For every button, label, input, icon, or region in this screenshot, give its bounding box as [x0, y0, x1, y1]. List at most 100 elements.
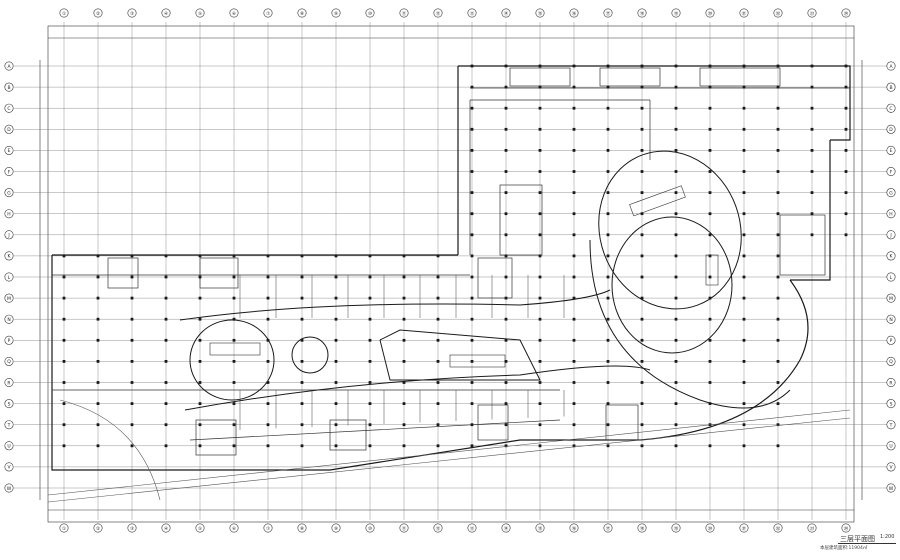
column-marker [164, 254, 168, 258]
column-marker [130, 338, 134, 342]
column-marker [538, 338, 542, 342]
svg-text:F: F [8, 169, 11, 175]
column-marker [742, 191, 746, 194]
axis-bubble-left: D [4, 124, 14, 134]
column-marker [708, 381, 712, 384]
column-marker [674, 85, 678, 89]
column-marker [198, 338, 202, 342]
column-marker [504, 402, 508, 405]
column-marker [436, 296, 440, 300]
axis-bubble-top: ㉓ [807, 8, 817, 18]
column-marker [96, 444, 100, 448]
column-marker [708, 275, 712, 279]
axis-bubble-bottom: ⑪ [399, 523, 409, 533]
axis-bubble-right: S [886, 399, 896, 409]
column-marker [402, 317, 406, 321]
column-marker [572, 317, 576, 321]
column-marker [470, 381, 474, 384]
svg-text:⑱: ⑱ [640, 10, 645, 17]
svg-text:⑩: ⑩ [368, 11, 372, 17]
column-marker [232, 317, 236, 321]
axis-bubble-bottom: ⑨ [331, 523, 341, 533]
column-marker [742, 85, 746, 89]
svg-text:M: M [7, 296, 11, 302]
svg-text:N: N [889, 317, 892, 323]
column-marker [402, 254, 406, 258]
column-marker [606, 233, 610, 237]
svg-text:⑭: ⑭ [504, 10, 509, 17]
column-marker [368, 444, 372, 448]
column-marker [742, 212, 746, 216]
drawing-title: 三层平面图 [840, 535, 875, 543]
column-marker [368, 317, 372, 321]
column-marker [504, 106, 508, 110]
svg-text:U: U [7, 444, 10, 450]
column-marker [674, 402, 678, 405]
column-marker [708, 296, 712, 300]
svg-text:⑲: ⑲ [674, 10, 679, 17]
axis-bubble-top: ⑮ [535, 8, 545, 18]
svg-text:C: C [7, 106, 10, 112]
axis-bubble-top: ㉔ [841, 8, 851, 18]
column-marker [538, 317, 542, 321]
column-grid-lines [63, 22, 847, 520]
column-marker [402, 381, 406, 384]
column-marker [538, 170, 542, 173]
column-marker [436, 381, 440, 384]
column-marker [504, 85, 508, 89]
column-marker [334, 444, 338, 448]
axis-bubble-right: N [886, 314, 896, 324]
column-marker [606, 64, 610, 68]
column-marker [436, 444, 440, 448]
column-marker [96, 254, 100, 258]
svg-text:⑤: ⑤ [198, 11, 202, 17]
svg-text:⑬: ⑬ [470, 525, 475, 532]
axis-bubble-right: K [886, 251, 896, 261]
axis-bubble-top: ⑪ [399, 8, 409, 18]
column-marker [62, 275, 66, 279]
svg-text:P: P [8, 338, 11, 344]
column-marker [538, 402, 542, 405]
column-marker [674, 212, 678, 216]
column-marker [62, 381, 66, 384]
column-marker [504, 233, 508, 237]
column-marker [742, 423, 746, 427]
column-marker [402, 444, 406, 448]
column-marker [776, 317, 780, 321]
svg-text:⑯: ⑯ [572, 10, 577, 17]
column-marker [470, 127, 474, 131]
column-marker [572, 170, 576, 173]
axis-bubble-top: ⑳ [705, 8, 715, 18]
axis-bubble-left: K [4, 251, 14, 261]
svg-text:④: ④ [164, 526, 168, 532]
svg-text:P: P [890, 338, 893, 344]
column-marker [96, 402, 100, 405]
column-marker [572, 360, 576, 363]
svg-text:⑥: ⑥ [232, 11, 236, 17]
column-marker [742, 233, 746, 237]
column-marker [164, 275, 168, 279]
column-marker [674, 254, 678, 258]
column-marker [810, 106, 814, 110]
column-marker [266, 381, 270, 384]
column-marker [538, 149, 542, 152]
column-marker [198, 444, 202, 448]
column-marker [504, 360, 508, 363]
column-marker [538, 64, 542, 68]
column-marker [62, 360, 66, 363]
column-marker [844, 212, 848, 216]
column-marker [640, 106, 644, 110]
column-marker [640, 423, 644, 427]
axis-bubble-left: R [4, 377, 14, 387]
column-marker [232, 296, 236, 300]
column-marker [640, 233, 644, 237]
column-marker [538, 212, 542, 216]
column-marker [266, 254, 270, 258]
column-marker [538, 85, 542, 89]
column-marker [504, 127, 508, 131]
column-marker [198, 381, 202, 384]
axis-bubble-bottom: ⑥ [229, 523, 239, 533]
axis-bubble-top: ⑰ [603, 8, 613, 18]
svg-text:②: ② [96, 11, 100, 17]
